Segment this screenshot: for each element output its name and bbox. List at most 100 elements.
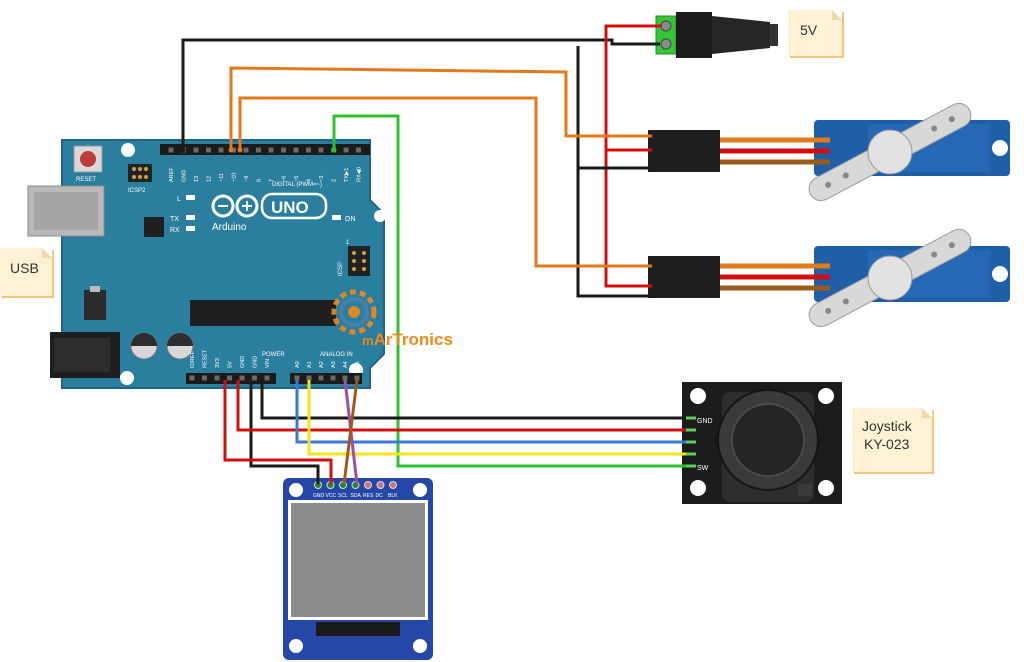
digital-pin (193, 147, 199, 153)
digital-pin (218, 147, 224, 153)
digital-pin-label: ~3 (319, 176, 325, 182)
power-label: POWER (262, 352, 285, 358)
power-pin (252, 375, 257, 381)
icsp2-label: ICSP2 (128, 188, 146, 194)
wire-pin10-to-servo-top (229, 66, 652, 150)
analog-pin-label: A2 (319, 361, 325, 368)
power-pin-label: 3V3 (215, 358, 221, 368)
led-tx-label: TX (170, 216, 179, 223)
arduino-logo-name: Arduino (212, 222, 247, 233)
wire-gnd-to-joystick (260, 380, 686, 420)
analog-pin (354, 375, 360, 381)
digital-pin-label: 8 (257, 179, 263, 182)
analog-in-label: ANALOG IN (320, 352, 353, 358)
arduino-uno-board: RESET ICSP2 (27, 139, 386, 389)
wire-a5-to-oled-scl (342, 379, 359, 485)
oled-pin-label: RES (363, 493, 374, 499)
analog-pin-label: A3 (331, 361, 337, 368)
power-supply-note: 5V (788, 10, 842, 56)
oled-pin-label: VCC (326, 493, 337, 499)
analog-pin (294, 375, 300, 381)
power-pin-label: RESET (203, 349, 209, 368)
oled-pin-label: BLK (388, 493, 398, 499)
wire-5v-to-servos (604, 24, 662, 288)
analog-pin (342, 375, 348, 381)
usb-chip (144, 217, 164, 237)
led-l (186, 195, 195, 200)
gear-icon (331, 289, 377, 335)
brand-name: ArTronics (373, 330, 453, 349)
digital-pin-label: 2 (332, 179, 338, 182)
digital-header (160, 144, 370, 155)
analog-pin-label: A5 (355, 361, 361, 368)
icsp-header (348, 246, 370, 276)
digital-pin-label: AREF (169, 167, 175, 182)
joystick-note-line2: KY-023 (864, 436, 910, 452)
analog-pin (306, 375, 312, 381)
digital-pin-label: ~11 (219, 173, 225, 182)
wire-gnd-to-servos (576, 46, 652, 298)
digital-pin (318, 147, 324, 153)
power-pin (214, 375, 220, 381)
digital-pin-label: 12 (207, 176, 213, 182)
servo-bottom-cable (720, 263, 830, 291)
power-pin-label: VIN (265, 359, 271, 368)
led-rx (186, 226, 195, 231)
wire-3v3-to-oled (223, 380, 333, 484)
power-pin (239, 375, 245, 381)
analog-pin-label: A0 (295, 361, 301, 368)
mount-hole (120, 371, 134, 385)
wire-5v-to-joystick (236, 380, 686, 432)
oled-pin (364, 481, 372, 489)
servo-motor-top (808, 102, 1010, 202)
oled-pin (376, 481, 385, 489)
led-on-label: ON (345, 216, 356, 223)
digital-pin (268, 147, 274, 153)
wire-pin2-to-joystick-sw (332, 114, 686, 468)
digital-pin (343, 147, 349, 153)
digital-pin (293, 147, 299, 153)
wire-a0-to-joystick-vrx (295, 380, 686, 444)
power-pin-label: GND (240, 356, 246, 368)
servo-top-cable (720, 137, 830, 165)
reset-button[interactable] (73, 145, 103, 173)
digital-pin-label: TX▶1 (344, 168, 350, 182)
oled-pin-label: SCL (338, 493, 348, 499)
digital-pin-label: 13 (194, 176, 200, 182)
wire-gnd-to-oled (249, 380, 320, 484)
digital-pin (243, 147, 249, 153)
icsp-pin1-label: 1 (346, 240, 350, 246)
capacitor (130, 332, 158, 360)
power-pin (227, 375, 232, 381)
power-pin-label: 5V (228, 361, 234, 368)
power-pin (264, 375, 270, 381)
led-l-label: L (177, 196, 181, 203)
power-pin-label: GND (253, 356, 259, 368)
analog-header (290, 373, 362, 384)
digital-pin (356, 147, 361, 153)
icsp-label: ICSP (338, 262, 344, 276)
wire-endpoints (180, 147, 337, 153)
dc-barrel-jack[interactable] (50, 332, 120, 378)
usb-connector[interactable] (27, 185, 105, 237)
voltage-regulator (84, 290, 106, 320)
digital-pin (256, 147, 261, 153)
digital-pin-label: 7 (269, 179, 275, 182)
joystick-sw-label: SW (697, 465, 709, 472)
wire-pin9-to-servo-bottom (238, 96, 652, 268)
joystick-gnd-label: GND (697, 418, 713, 425)
digital-pin-label: RX◀0 (357, 167, 363, 182)
dc-power-jack: + − (655, 12, 778, 58)
usb-note: USB (0, 248, 52, 296)
joystick-module: GND SW (682, 382, 842, 504)
analog-pin (318, 375, 324, 381)
digital-pin-label: GND (182, 170, 188, 182)
wires (181, 24, 696, 485)
wire-a1-to-joystick-vry (307, 380, 686, 456)
analog-pin-label: A1 (307, 361, 313, 368)
brand-prefix: m (362, 333, 374, 348)
